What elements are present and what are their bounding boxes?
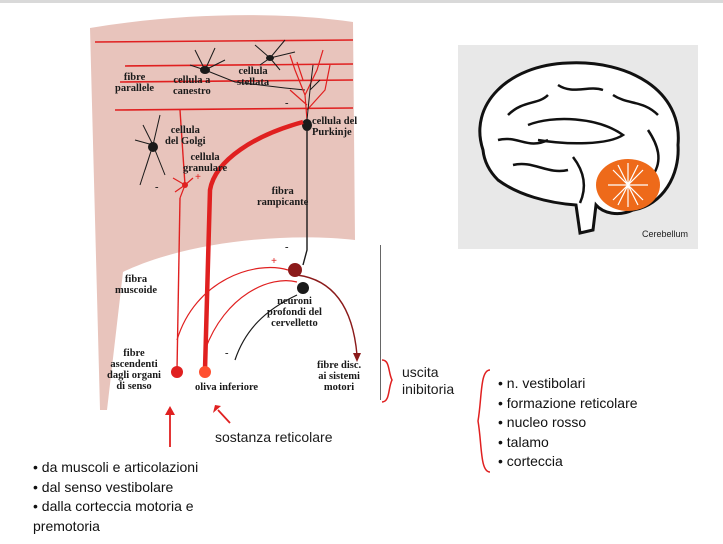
sign-plus-2: + bbox=[271, 256, 277, 267]
brain-illustration: Cerebellum bbox=[458, 45, 698, 249]
purkinje-dendrites bbox=[289, 49, 331, 121]
deep-neuron-red bbox=[288, 263, 302, 277]
granule-cell-body bbox=[182, 182, 188, 188]
cerebellum-folia bbox=[608, 163, 648, 207]
top-bar bbox=[0, 0, 723, 3]
list-item: n. vestibolari bbox=[498, 374, 638, 394]
basket-cell-body bbox=[200, 66, 210, 74]
list-item: dalla corteccia motoria e premotoria bbox=[33, 497, 253, 536]
granule-axon bbox=[179, 109, 186, 186]
input-sources-list: da muscoli e articolazioni dal senso ves… bbox=[33, 458, 253, 536]
output-targets-list: n. vestibolari formazione reticolare nuc… bbox=[498, 374, 638, 472]
granule-cell bbox=[172, 177, 194, 199]
basket-cell bbox=[189, 47, 306, 91]
sign-minus-3: - bbox=[285, 242, 289, 253]
list-item: talamo bbox=[498, 433, 638, 453]
sign-minus-1: - bbox=[285, 98, 289, 109]
label-cellula-stellata: cellula stellata bbox=[237, 66, 270, 88]
list-item: corteccia bbox=[498, 452, 638, 472]
label-cellula-canestro: cellula a canestro bbox=[173, 75, 211, 97]
label-fibre-parallele: fibre parallele bbox=[115, 72, 155, 94]
sostanza-reticolare-label: sostanza reticolare bbox=[215, 429, 333, 445]
input-arrows bbox=[165, 405, 231, 447]
label-neuroni-profondi: neuroni profondi del cervelletto bbox=[267, 296, 322, 329]
sign-minus-4: - bbox=[225, 348, 229, 359]
golgi-cell bbox=[134, 114, 166, 186]
label-cellula-purkinje: cellula del Purkinje bbox=[312, 116, 358, 138]
stellate-cell bbox=[254, 39, 296, 71]
uscita-inibitoria-label: uscita inibitoria bbox=[402, 364, 455, 397]
sign-plus-1: + bbox=[195, 172, 201, 183]
mossy-fiber bbox=[176, 197, 181, 371]
output-list-bracket bbox=[477, 369, 491, 473]
diagram-right-border bbox=[380, 245, 381, 400]
output-arrowhead bbox=[353, 353, 361, 362]
parallel-fibers bbox=[94, 39, 354, 111]
list-item: dal senso vestibolare bbox=[33, 478, 253, 498]
stellate-cell-body bbox=[266, 55, 274, 61]
list-item: da muscoli e articolazioni bbox=[33, 458, 253, 478]
output-arc bbox=[296, 274, 358, 356]
label-oliva-inferiore: oliva inferiore bbox=[195, 382, 259, 393]
deep-neuron-dark bbox=[297, 282, 309, 294]
cerebellar-circuit-diagram: fibre parallele cellula a canestro cellu… bbox=[85, 10, 385, 410]
label-fibra-muscoide: fibra muscoide bbox=[115, 274, 157, 296]
golgi-cell-body bbox=[148, 142, 158, 152]
purkinje-dendrites-dark bbox=[306, 64, 321, 121]
circuit-svg bbox=[90, 15, 361, 410]
label-fibre-disc: fibre disc. ai sistemi motori bbox=[317, 360, 362, 393]
uscita-bracket bbox=[381, 359, 393, 403]
purkinje-axon bbox=[302, 131, 308, 266]
collateral-arc-2 bbox=[204, 280, 298, 351]
inferior-olive-cell bbox=[199, 366, 211, 378]
label-fibra-rampicante: fibra rampicante bbox=[257, 186, 309, 208]
label-cellula-granulare: cellula granulare bbox=[183, 152, 228, 174]
purkinje-body bbox=[302, 119, 312, 131]
label-fibre-ascendenti: fibre ascendenti dagli organi di senso bbox=[107, 348, 161, 392]
collateral-arc-1 bbox=[176, 266, 289, 341]
list-item: formazione reticolare bbox=[498, 394, 638, 414]
list-item: nucleo rosso bbox=[498, 413, 638, 433]
cortex-background bbox=[90, 15, 355, 410]
sign-minus-2: - bbox=[155, 182, 159, 193]
brain-svg bbox=[478, 61, 680, 235]
brain-caption: Cerebellum bbox=[641, 229, 688, 239]
inhibitory-arc bbox=[234, 294, 298, 361]
brain-folds bbox=[497, 83, 660, 204]
climbing-fiber bbox=[202, 119, 304, 371]
label-cellula-golgi: cellula del Golgi bbox=[165, 125, 206, 147]
ascending-fiber-cell bbox=[171, 366, 183, 378]
